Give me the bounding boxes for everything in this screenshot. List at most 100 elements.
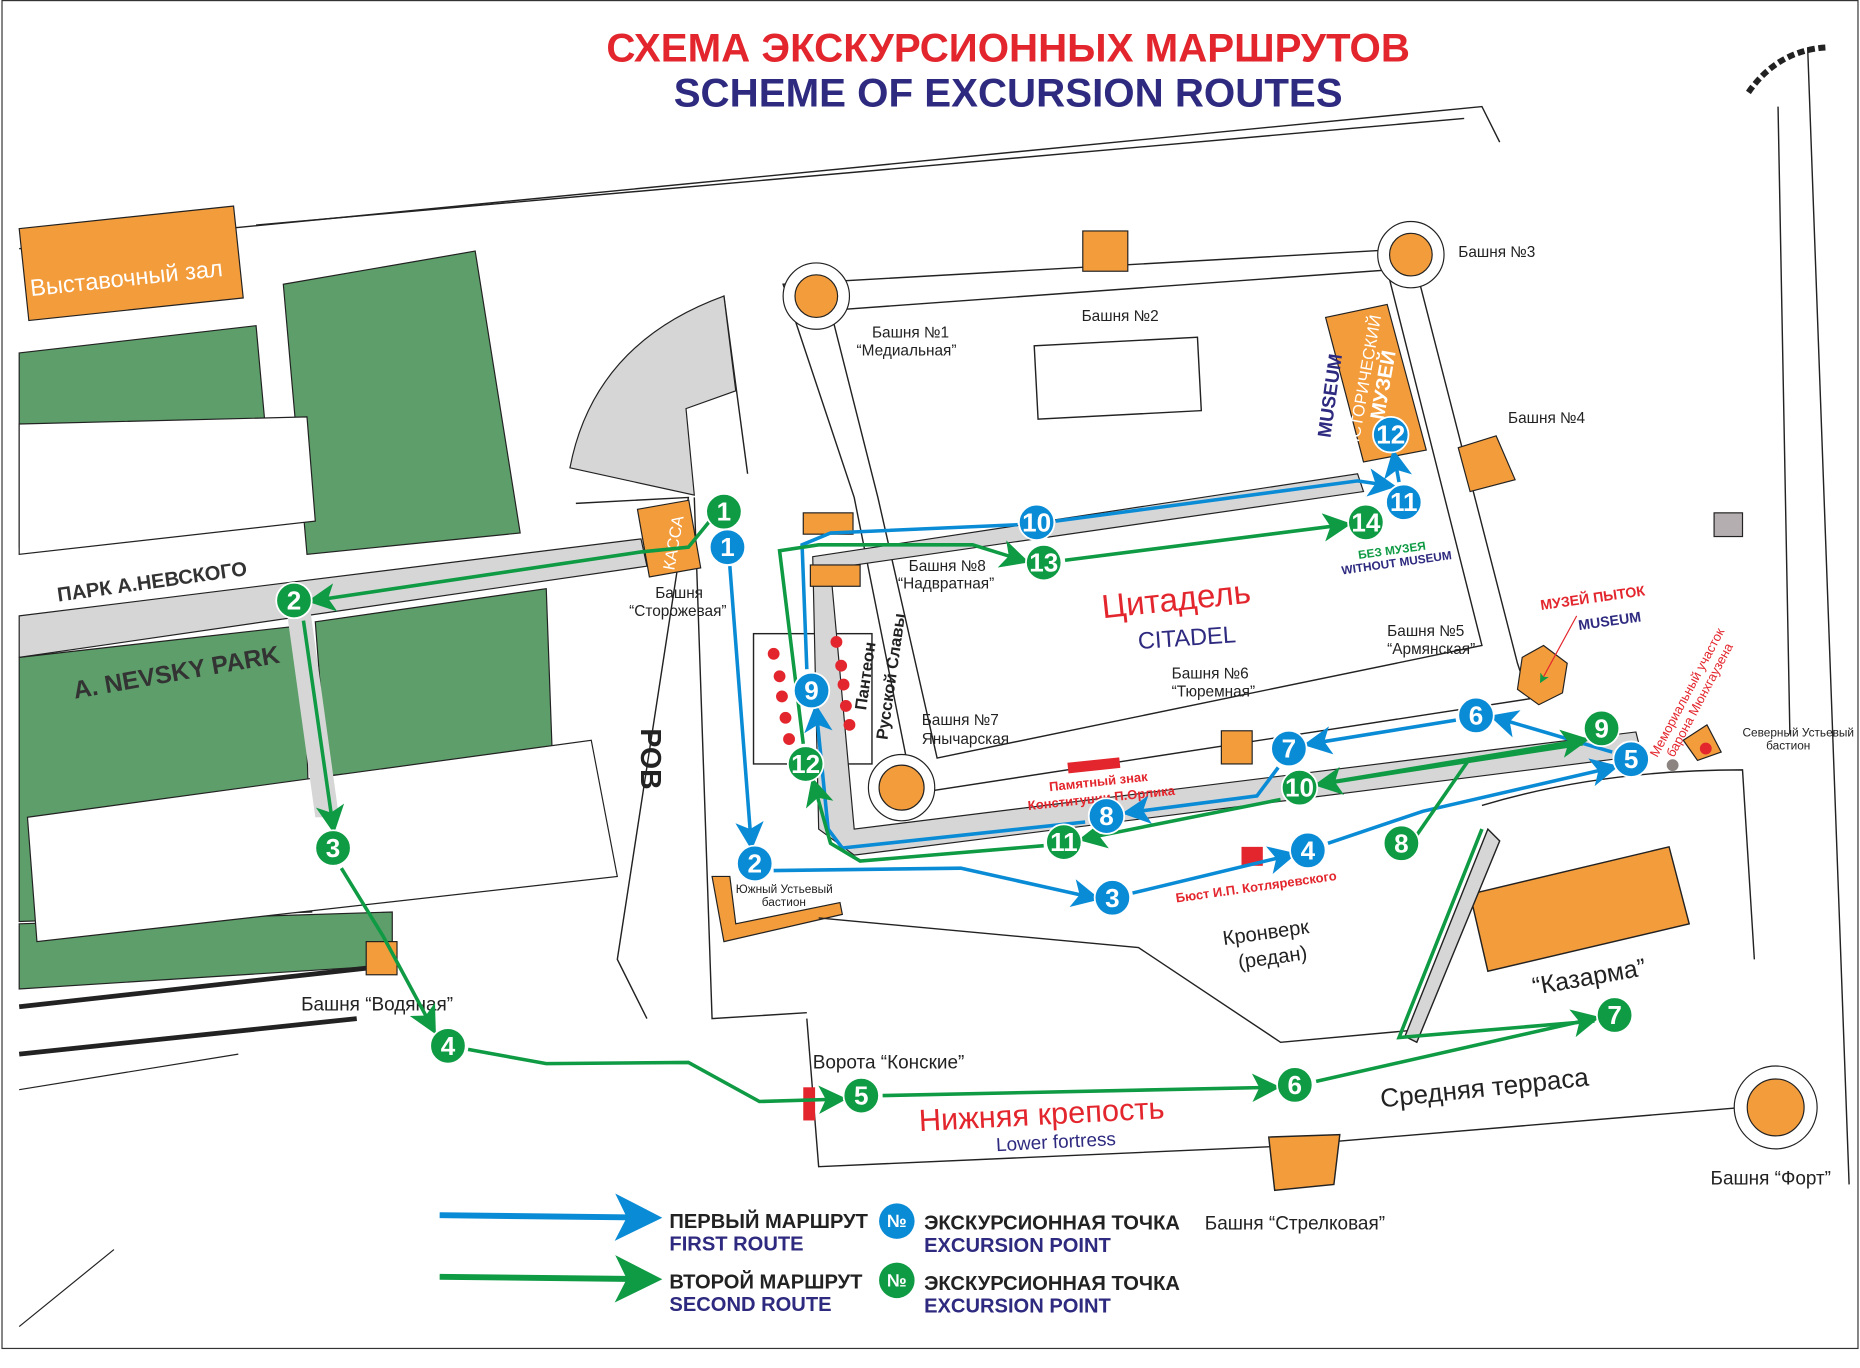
label-south-bastion-2: бастион — [762, 895, 806, 909]
green-point-10[interactable]: 10 — [1280, 768, 1319, 807]
pantheon-graves — [767, 636, 856, 745]
point-number: 13 — [1029, 548, 1058, 578]
green-point-1[interactable]: 1 — [705, 493, 743, 531]
point-number: 8 — [1394, 828, 1409, 858]
point-symbol: № — [887, 1270, 907, 1290]
railway — [18, 962, 393, 1057]
legend: ПЕРВЫЙ МАРШРУТ FIRST ROUTE ВТОРОЙ МАРШРУ… — [439, 1193, 1180, 1317]
point-number: 5 — [854, 1081, 869, 1111]
label-tower7-2: Янычарская — [922, 731, 1009, 748]
blue-point-12[interactable]: 12 — [1372, 416, 1410, 454]
title-en: SCHEME OF EXCURSION ROUTES — [674, 71, 1343, 116]
legend-first-route-arrow — [439, 1193, 663, 1241]
legend-point-ru-2: ЭКСКУРСИОННАЯ ТОЧКА — [924, 1273, 1180, 1295]
point-number: 12 — [791, 749, 820, 779]
label-south-bastion-1: Южный Устьевый — [736, 882, 833, 896]
point-number: 3 — [326, 833, 340, 863]
legend-green-point-icon: № — [879, 1262, 915, 1299]
label-tower3: Башня №3 — [1458, 244, 1535, 261]
label-gate-horse: Ворота “Конские” — [813, 1052, 965, 1073]
label-tower7-1: Башня №7 — [922, 712, 999, 729]
torture-museum-arrow — [1540, 615, 1578, 684]
point-number: 12 — [1376, 420, 1405, 450]
green-point-11[interactable]: 11 — [1045, 823, 1083, 861]
point-number: 4 — [441, 1031, 456, 1061]
label-tower5-2: “Армянская” — [1387, 641, 1475, 658]
legend-point-en-1: EXCURSION POINT — [924, 1235, 1111, 1257]
towers — [711, 220, 1744, 943]
label-tower-fort: Башня “Форт” — [1711, 1168, 1831, 1189]
blue-point-2[interactable]: 2 — [736, 844, 774, 883]
point-number: 8 — [1099, 801, 1114, 831]
label-tower5-1: Башня №5 — [1387, 623, 1464, 640]
point-number: 9 — [1594, 713, 1609, 743]
gate-horse — [803, 1087, 816, 1121]
blue-point-1[interactable]: 1 — [708, 528, 747, 566]
label-tower-water: Башня “Водяная” — [301, 994, 453, 1015]
point-number: 2 — [747, 848, 762, 878]
green-point-6[interactable]: 6 — [1276, 1066, 1314, 1104]
blue-point-5[interactable]: 5 — [1612, 740, 1650, 778]
point-number: 3 — [1105, 883, 1120, 913]
point-number: 1 — [720, 532, 734, 562]
green-point-2[interactable]: 2 — [275, 581, 313, 620]
blue-point-6[interactable]: 6 — [1457, 696, 1495, 735]
point-number: 2 — [287, 585, 301, 615]
point-number: 5 — [1624, 744, 1639, 774]
blue-point-7[interactable]: 7 — [1270, 729, 1308, 768]
label-tower-strelk: Башня “Стрелковая” — [1205, 1213, 1385, 1234]
bastion-gray — [569, 295, 737, 496]
blue-markers: 1 2 3 4 5 6 7 8 9 10 11 12 — [708, 416, 1650, 917]
tower-water — [365, 941, 398, 976]
label-tower1-1: Башня №1 — [872, 325, 949, 342]
legend-second-route-arrow — [439, 1255, 663, 1303]
point-number: 7 — [1282, 734, 1297, 764]
green-point-13[interactable]: 13 — [1025, 543, 1063, 582]
blue-point-9[interactable]: 9 — [792, 671, 831, 710]
legend-first-ru: ПЕРВЫЙ МАРШРУТ — [669, 1209, 868, 1233]
legend-second-en: SECOND ROUTE — [669, 1294, 831, 1316]
tower-fort-core — [1746, 1078, 1805, 1137]
blue-point-10[interactable]: 10 — [1017, 503, 1056, 541]
label-north-bastion-2: бастион — [1766, 739, 1810, 753]
point-symbol: № — [887, 1211, 907, 1231]
green-point-8[interactable]: 8 — [1382, 824, 1421, 862]
legend-second-ru: ВТОРОЙ МАРШРУТ — [669, 1270, 863, 1294]
point-number: 1 — [717, 497, 732, 527]
label-tower4: Башня №4 — [1508, 410, 1586, 427]
point-number: 11 — [1050, 827, 1078, 857]
green-point-9[interactable]: 9 — [1582, 709, 1621, 748]
green-point-5[interactable]: 5 — [842, 1076, 880, 1115]
legend-blue-point-icon: № — [879, 1203, 915, 1239]
label-tower-guard-1: Башня — [655, 585, 703, 602]
green-point-7[interactable]: 7 — [1595, 996, 1634, 1034]
roads — [19, 47, 1850, 1185]
title-ru: СХЕМА ЭКСКУРСИОННЫХ МАРШРУТОВ — [606, 26, 1410, 71]
label-tower8-1: Башня №8 — [909, 558, 986, 575]
green-point-12[interactable]: 12 — [786, 745, 825, 783]
point-number: 9 — [804, 676, 818, 706]
kassa-building — [636, 499, 702, 578]
label-tower6-2: “Тюремная” — [1172, 683, 1256, 700]
blue-point-4[interactable]: 4 — [1289, 831, 1327, 870]
point-number: 11 — [1390, 487, 1418, 517]
legend-point-en-2: EXCURSION POINT — [924, 1295, 1111, 1317]
blue-point-11[interactable]: 11 — [1385, 483, 1423, 521]
blue-point-3[interactable]: 3 — [1093, 879, 1132, 917]
label-tower6-1: Башня №6 — [1172, 666, 1249, 683]
label-tower-guard-2: “Сторожевая” — [629, 603, 726, 620]
green-point-4[interactable]: 4 — [429, 1027, 467, 1065]
label-tower8-2: “Надвратная” — [898, 576, 994, 593]
legend-point-ru-1: ЭКСКУРСИОННАЯ ТОЧКА — [924, 1212, 1180, 1234]
label-tower1-2: “Медиальная” — [857, 342, 957, 359]
point-number: 10 — [1022, 507, 1051, 537]
point-number: 7 — [1607, 1000, 1622, 1030]
green-point-3[interactable]: 3 — [314, 829, 352, 867]
green-point-14[interactable]: 14 — [1347, 503, 1385, 541]
point-number: 6 — [1288, 1070, 1303, 1100]
blue-point-8[interactable]: 8 — [1087, 797, 1126, 835]
point-number: 6 — [1469, 700, 1484, 730]
point-number: 10 — [1285, 773, 1314, 803]
road-dashed — [1745, 44, 1828, 95]
